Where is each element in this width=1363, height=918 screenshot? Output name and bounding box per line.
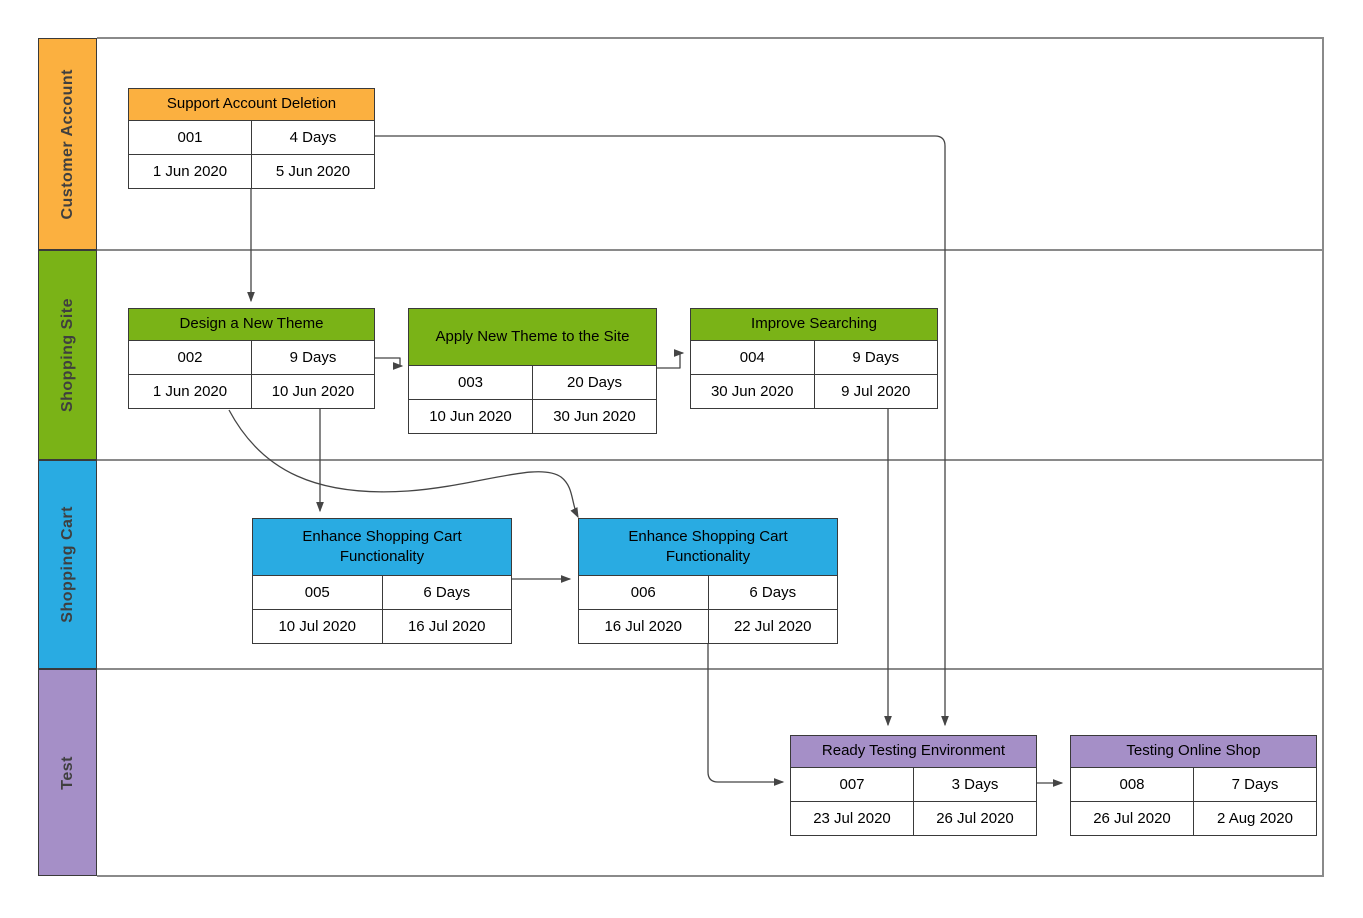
task-card-005[interactable]: Enhance Shopping Cart Functionality 005 … — [252, 518, 512, 644]
task-id-cell: 008 — [1071, 768, 1194, 802]
lane-label-customer-account: Customer Account — [38, 38, 97, 250]
task-end-cell: 26 Jul 2020 — [914, 802, 1037, 836]
task-card-002[interactable]: Design a New Theme 002 9 Days 1 Jun 2020… — [128, 308, 375, 409]
task-id-cell: 001 — [129, 121, 252, 155]
task-duration-cell: 7 Days — [1194, 768, 1317, 802]
task-start-cell: 30 Jun 2020 — [691, 375, 815, 409]
lane-label-text: Test — [58, 755, 76, 790]
lane-label-test: Test — [38, 669, 97, 876]
lane-border-top — [97, 37, 1323, 39]
task-start-cell: 1 Jun 2020 — [129, 155, 252, 189]
task-end-cell: 10 Jun 2020 — [252, 375, 375, 409]
lane-separator-1 — [97, 249, 1323, 251]
task-title: Ready Testing Environment — [790, 735, 1037, 768]
task-duration-cell: 9 Days — [814, 341, 938, 375]
lane-border-right — [1322, 37, 1324, 877]
task-end-cell: 2 Aug 2020 — [1194, 802, 1317, 836]
task-title: Design a New Theme — [128, 308, 375, 341]
task-start-cell: 10 Jul 2020 — [253, 610, 383, 644]
lane-label-text: Shopping Cart — [58, 506, 76, 623]
task-title: Testing Online Shop — [1070, 735, 1317, 768]
task-start-cell: 16 Jul 2020 — [579, 610, 709, 644]
task-end-cell: 5 Jun 2020 — [252, 155, 375, 189]
task-end-cell: 16 Jul 2020 — [382, 610, 512, 644]
task-duration-cell: 3 Days — [914, 768, 1037, 802]
task-card-001[interactable]: Support Account Deletion 001 4 Days 1 Ju… — [128, 88, 375, 189]
task-title: Apply New Theme to the Site — [408, 308, 657, 366]
task-title: Improve Searching — [690, 308, 938, 341]
lane-label-shopping-cart: Shopping Cart — [38, 460, 97, 669]
task-start-cell: 26 Jul 2020 — [1071, 802, 1194, 836]
task-duration-cell: 20 Days — [533, 366, 657, 400]
task-card-007[interactable]: Ready Testing Environment 007 3 Days 23 … — [790, 735, 1037, 836]
task-start-cell: 1 Jun 2020 — [129, 375, 252, 409]
task-id-cell: 007 — [791, 768, 914, 802]
task-title: Support Account Deletion — [128, 88, 375, 121]
lane-label-text: Shopping Site — [58, 297, 76, 413]
task-end-cell: 30 Jun 2020 — [533, 400, 657, 434]
task-title: Enhance Shopping Cart Functionality — [578, 518, 838, 576]
task-title: Enhance Shopping Cart Functionality — [252, 518, 512, 576]
task-id-cell: 003 — [409, 366, 533, 400]
task-card-006[interactable]: Enhance Shopping Cart Functionality 006 … — [578, 518, 838, 644]
task-id-cell: 005 — [253, 576, 383, 610]
lane-separator-2 — [97, 459, 1323, 461]
task-end-cell: 22 Jul 2020 — [708, 610, 838, 644]
lane-label-shopping-site: Shopping Site — [38, 250, 97, 460]
task-duration-cell: 6 Days — [708, 576, 838, 610]
task-start-cell: 10 Jun 2020 — [409, 400, 533, 434]
lane-label-text: Customer Account — [58, 68, 76, 220]
connector-003-004 — [657, 349, 685, 369]
lane-separator-3 — [97, 668, 1323, 670]
connector-002-003 — [375, 357, 404, 370]
task-start-cell: 23 Jul 2020 — [791, 802, 914, 836]
task-id-cell: 006 — [579, 576, 709, 610]
task-card-004[interactable]: Improve Searching 004 9 Days 30 Jun 2020… — [690, 308, 938, 409]
lane-border-bottom — [97, 875, 1323, 877]
task-duration-cell: 6 Days — [382, 576, 512, 610]
connector-006-007 — [707, 644, 785, 786]
task-id-cell: 004 — [691, 341, 815, 375]
task-end-cell: 9 Jul 2020 — [814, 375, 938, 409]
task-card-003[interactable]: Apply New Theme to the Site 003 20 Days … — [408, 308, 657, 434]
task-id-cell: 002 — [129, 341, 252, 375]
task-duration-cell: 9 Days — [252, 341, 375, 375]
task-duration-cell: 4 Days — [252, 121, 375, 155]
task-card-008[interactable]: Testing Online Shop 008 7 Days 26 Jul 20… — [1070, 735, 1317, 836]
